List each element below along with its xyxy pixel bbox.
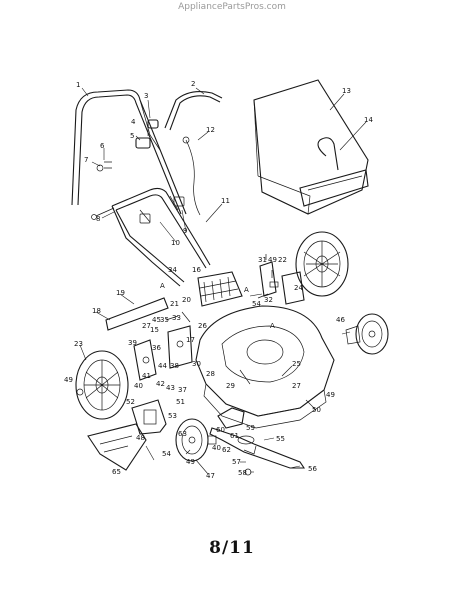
callout: 48	[136, 434, 145, 442]
callout: 29	[226, 382, 235, 390]
callout: 12	[206, 126, 215, 134]
callout: 54	[162, 450, 171, 458]
callout: 9	[183, 227, 187, 235]
callout: 36	[152, 344, 161, 352]
callout: 53	[168, 412, 177, 420]
callout: 24	[294, 284, 303, 292]
grass-catcher-bag	[253, 79, 369, 215]
handle-knob-upper	[96, 119, 159, 172]
callout: 42	[156, 380, 165, 388]
callout: 63	[178, 430, 187, 438]
mower-deck	[195, 305, 335, 429]
callout: 30	[192, 360, 201, 368]
lower-handle	[91, 187, 211, 287]
callout: A	[244, 286, 249, 294]
front-wheel-right	[345, 313, 389, 355]
control-bail	[164, 91, 223, 131]
callout: 32	[264, 296, 273, 304]
callout: 23	[74, 340, 83, 348]
callout: 11	[221, 197, 230, 205]
callout: 50	[312, 406, 321, 414]
callout: 56	[308, 465, 317, 473]
callout: 27	[292, 382, 301, 390]
rear-wheel-left	[75, 350, 129, 420]
rear-baffle-plate	[105, 297, 169, 331]
callout: 54	[252, 300, 261, 308]
callout: 14	[364, 116, 373, 124]
callout: 27	[142, 322, 151, 330]
callout: 34	[168, 266, 177, 274]
callout: 7	[84, 156, 88, 164]
callout: 61	[230, 432, 239, 440]
callout: 26	[198, 322, 207, 330]
callout: 47	[206, 472, 215, 480]
callout: 49	[186, 458, 195, 466]
callout: 49	[64, 376, 73, 384]
callout: 38	[170, 362, 179, 370]
callout: 39	[128, 339, 137, 347]
mulch-door	[131, 399, 167, 435]
callout: 49	[268, 256, 277, 264]
rear-wheel-right	[295, 231, 349, 297]
callout: 3	[144, 92, 148, 100]
page-number: 8/11	[209, 538, 255, 558]
callout: 41	[142, 372, 151, 380]
callout: 40	[212, 444, 221, 452]
callout: 31	[258, 256, 267, 264]
callout: 62	[222, 446, 231, 454]
callout: 55	[276, 435, 285, 443]
callout: 8	[96, 215, 100, 223]
upper-handle	[71, 89, 187, 215]
callout: 60	[216, 426, 225, 434]
blade-adapter	[217, 407, 255, 445]
callout: 51	[176, 398, 185, 406]
callout: 16	[192, 266, 201, 274]
callout: 28	[206, 370, 215, 378]
callout-labels: 1 2 3 4 5 6 7 8 9 10 11 12 13 14 15 16 1…	[64, 80, 373, 480]
callout: 49	[326, 391, 335, 399]
callout: 37	[178, 386, 187, 394]
callout: A	[160, 282, 165, 290]
callout: 25	[292, 360, 301, 368]
callout: 58	[238, 469, 247, 477]
callout: 22	[278, 256, 287, 264]
callout: 65	[112, 468, 121, 476]
wheel-bracket-left	[133, 311, 193, 381]
callout: 17	[186, 336, 195, 344]
callout: 15	[150, 326, 159, 334]
callout: 6	[100, 142, 105, 150]
callout: 5	[130, 132, 134, 140]
callout: 21	[170, 300, 179, 308]
callout: 59	[246, 424, 255, 432]
callout: 2	[191, 80, 195, 88]
callout: 45	[152, 316, 161, 324]
rear-deflector	[197, 271, 243, 307]
callout: 46	[336, 316, 345, 324]
callout: 44	[158, 362, 167, 370]
watermark-text: AppliancePartsPros.com	[178, 2, 286, 12]
side-discharge-chute	[87, 423, 147, 471]
callout: 13	[342, 87, 351, 95]
callout: 40	[134, 382, 143, 390]
callout: A	[270, 322, 275, 330]
callout: 1	[76, 81, 80, 89]
callout: 4	[131, 118, 136, 126]
leader-lines	[79, 87, 367, 475]
callout: 57	[232, 458, 241, 466]
grass-catcher-frame	[299, 137, 369, 207]
callout: 33	[172, 314, 181, 322]
callout: 43	[166, 384, 175, 392]
callout: 52	[126, 398, 135, 406]
callout: 20	[182, 296, 191, 304]
height-adjuster-right	[257, 254, 305, 305]
callout: 35	[160, 316, 169, 324]
front-wheel-left	[175, 418, 217, 462]
callout: 18	[92, 307, 101, 315]
control-cable	[182, 136, 201, 216]
callout: 19	[116, 289, 125, 297]
callout: 10	[171, 239, 180, 247]
